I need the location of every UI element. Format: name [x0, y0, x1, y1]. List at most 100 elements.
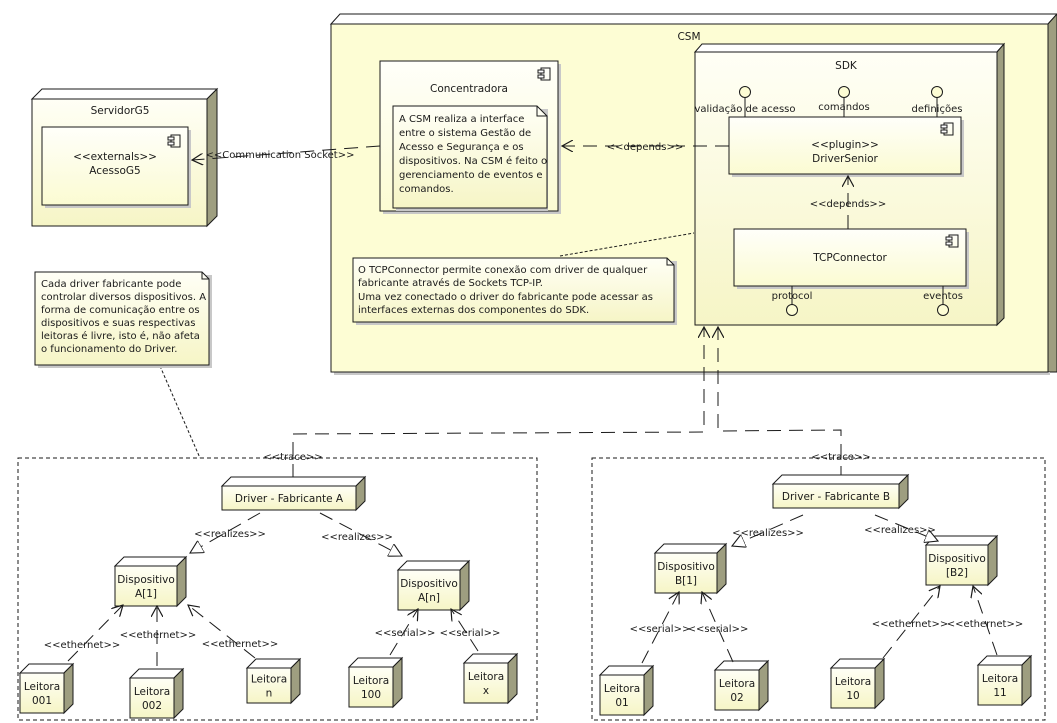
relation-depends-tcp-driver[interactable]: <<depends>>	[810, 176, 886, 229]
svg-text:Cada driver fabricante pode: Cada driver fabricante pode	[41, 279, 181, 290]
svg-text:dispositivos e suas respectiva: dispositivos e suas respectivas	[41, 318, 196, 329]
node-title: ServidorG5	[91, 105, 150, 117]
node-label-line2: A[1]	[135, 588, 157, 600]
svg-text:protocol: protocol	[772, 291, 813, 302]
svg-text:TCPConnector: TCPConnector	[812, 252, 887, 264]
svg-text:dispositivos. Na CSM é feito o: dispositivos. Na CSM é feito o	[399, 155, 547, 167]
svg-text:gerenciamento de eventos e: gerenciamento de eventos e	[399, 170, 543, 181]
component-stereotype: <<externals>>	[73, 151, 157, 163]
interface-protocol[interactable]: protocol	[772, 286, 813, 316]
node-label-line1: Dispositivo	[400, 578, 458, 590]
node-leitora-01[interactable]: Leitora 01	[598, 664, 655, 717]
svg-text:Uma vez conectado o driver do: Uma vez conectado o driver do fabricante…	[358, 292, 653, 303]
group-b-boundary	[591, 457, 1046, 721]
node-label-line2: 11	[993, 687, 1006, 699]
component-icon	[940, 122, 954, 136]
node-leitora-x[interactable]: Leitora x	[462, 652, 519, 705]
group-a-boundary	[17, 457, 538, 721]
node-label-line2: x	[483, 685, 489, 697]
relation-serial-100[interactable]: <<serial>>	[375, 609, 436, 656]
component-icon	[537, 67, 551, 81]
node-label-line1: Leitora	[134, 686, 170, 698]
node-label-line2: 100	[361, 689, 381, 701]
relation-depends-driver-concentradora[interactable]: <<depends>>	[562, 142, 729, 153]
note-tcp-connector: O TCPConnector permite conexão com drive…	[352, 232, 695, 325]
relation-serial-x[interactable]: <<serial>>	[440, 609, 501, 652]
relation-label: <<ethernet>>	[947, 619, 1023, 630]
svg-text:eventos: eventos	[923, 291, 963, 302]
svg-text:o funcionamento do Driver.: o funcionamento do Driver.	[41, 344, 177, 355]
component-name: AcessoG5	[89, 165, 140, 177]
node-servidor-g5[interactable]: ServidorG5 <<externals>> AcessoG5	[30, 87, 219, 228]
note-concentradora: A CSM realiza a interface entre o sistem…	[392, 105, 548, 211]
node-leitora-n[interactable]: Leitora n	[245, 657, 302, 705]
svg-text:<<Communication Socket>>: <<Communication Socket>>	[206, 150, 355, 161]
svg-text:controlar diversos dispositivo: controlar diversos dispositivos. A	[41, 292, 206, 303]
relation-label: <<ethernet>>	[44, 640, 120, 651]
interface-definicoes[interactable]: definições	[912, 86, 963, 118]
interface-validacao-acesso[interactable]: validação de acesso	[695, 86, 796, 118]
relation-ethernet-002[interactable]: <<ethernet>>	[120, 606, 196, 666]
component-concentradora[interactable]: Concentradora A CSM realiza a interface …	[379, 60, 561, 214]
relation-ethernet-001[interactable]: <<ethernet>>	[44, 605, 123, 662]
component-acesso-g5[interactable]	[41, 126, 189, 206]
node-label-line1: Leitora	[835, 676, 871, 688]
relation-realizes-a1[interactable]: <<realizes>>	[190, 512, 266, 553]
node-label-line2: 002	[142, 700, 162, 712]
relation-label: <<realizes>>	[321, 532, 393, 543]
node-label: Driver - Fabricante B	[782, 491, 890, 503]
node-leitora-02[interactable]: Leitora 02	[713, 659, 770, 712]
component-driver-senior[interactable]: <<plugin>> DriverSenior	[728, 116, 964, 177]
node-label-line2: A[n]	[418, 592, 440, 604]
relation-label: <<serial>>	[375, 628, 436, 639]
relation-serial-02[interactable]: <<serial>>	[688, 592, 749, 663]
svg-text:forma de comunicação entre os: forma de comunicação entre os	[41, 305, 200, 316]
relation-ethernet-n[interactable]: <<ethernet>>	[188, 605, 278, 659]
node-label-line1: Leitora	[251, 674, 287, 686]
svg-text:leitoras é livre, isto é, não: leitoras é livre, isto é, não afeta	[41, 330, 200, 342]
svg-text:definições: definições	[912, 104, 963, 115]
interface-eventos[interactable]: eventos	[923, 286, 963, 316]
node-label-line2: 02	[730, 692, 743, 704]
svg-text:Acesso e Segurança e os: Acesso e Segurança e os	[399, 142, 524, 153]
node-leitora-10[interactable]: Leitora 10	[829, 657, 886, 710]
component-name: Concentradora	[430, 83, 508, 95]
node-label-line2: B[1]	[675, 575, 697, 587]
relation-communication-socket[interactable]: <<Communication Socket>>	[192, 145, 381, 161]
relation-realizes-an[interactable]: <<realizes>>	[319, 512, 402, 556]
svg-text:validação de acesso: validação de acesso	[695, 104, 796, 115]
svg-text:fabricante através de Sockets: fabricante através de Sockets TCP-IP.	[358, 277, 543, 289]
relation-realizes-b2[interactable]: <<realizes>>	[864, 514, 938, 541]
node-label-line1: Leitora	[468, 671, 504, 683]
node-label-line1: Dispositivo	[928, 553, 986, 565]
node-label-line1: Leitora	[604, 683, 640, 695]
relation-label: <<realizes>>	[864, 525, 936, 536]
node-label-line2: 10	[846, 690, 859, 702]
node-label-line1: Leitora	[719, 678, 755, 690]
node-label-line2: 01	[615, 697, 628, 709]
svg-text:comandos.: comandos.	[399, 184, 454, 195]
node-dispositivo-b2[interactable]: Dispositivo[B2]	[924, 534, 999, 587]
interface-comandos[interactable]: comandos	[818, 86, 870, 118]
node-leitora-002[interactable]: Leitora 002	[128, 667, 185, 720]
relation-ethernet-11[interactable]: <<ethernet>>	[947, 586, 1023, 656]
relation-label: <<realizes>>	[732, 528, 804, 539]
relation-label: <<serial>>	[440, 628, 501, 639]
node-label-line1: Dispositivo	[117, 574, 175, 586]
node-label-line2: n	[266, 688, 273, 700]
component-tcp-connector[interactable]: TCPConnector	[733, 228, 969, 289]
relation-realizes-b1[interactable]: <<realizes>>	[732, 514, 804, 546]
node-driver-fabricante-b[interactable]: Driver - Fabricante B	[771, 473, 910, 510]
node-driver-fabricante-a[interactable]: Driver - Fabricante A	[220, 475, 367, 512]
relation-label: <<ethernet>>	[202, 639, 278, 650]
node-label: Driver - Fabricante A	[235, 493, 344, 505]
relation-ethernet-10[interactable]: <<ethernet>>	[872, 586, 948, 659]
relation-serial-01[interactable]: <<serial>>	[630, 592, 691, 664]
